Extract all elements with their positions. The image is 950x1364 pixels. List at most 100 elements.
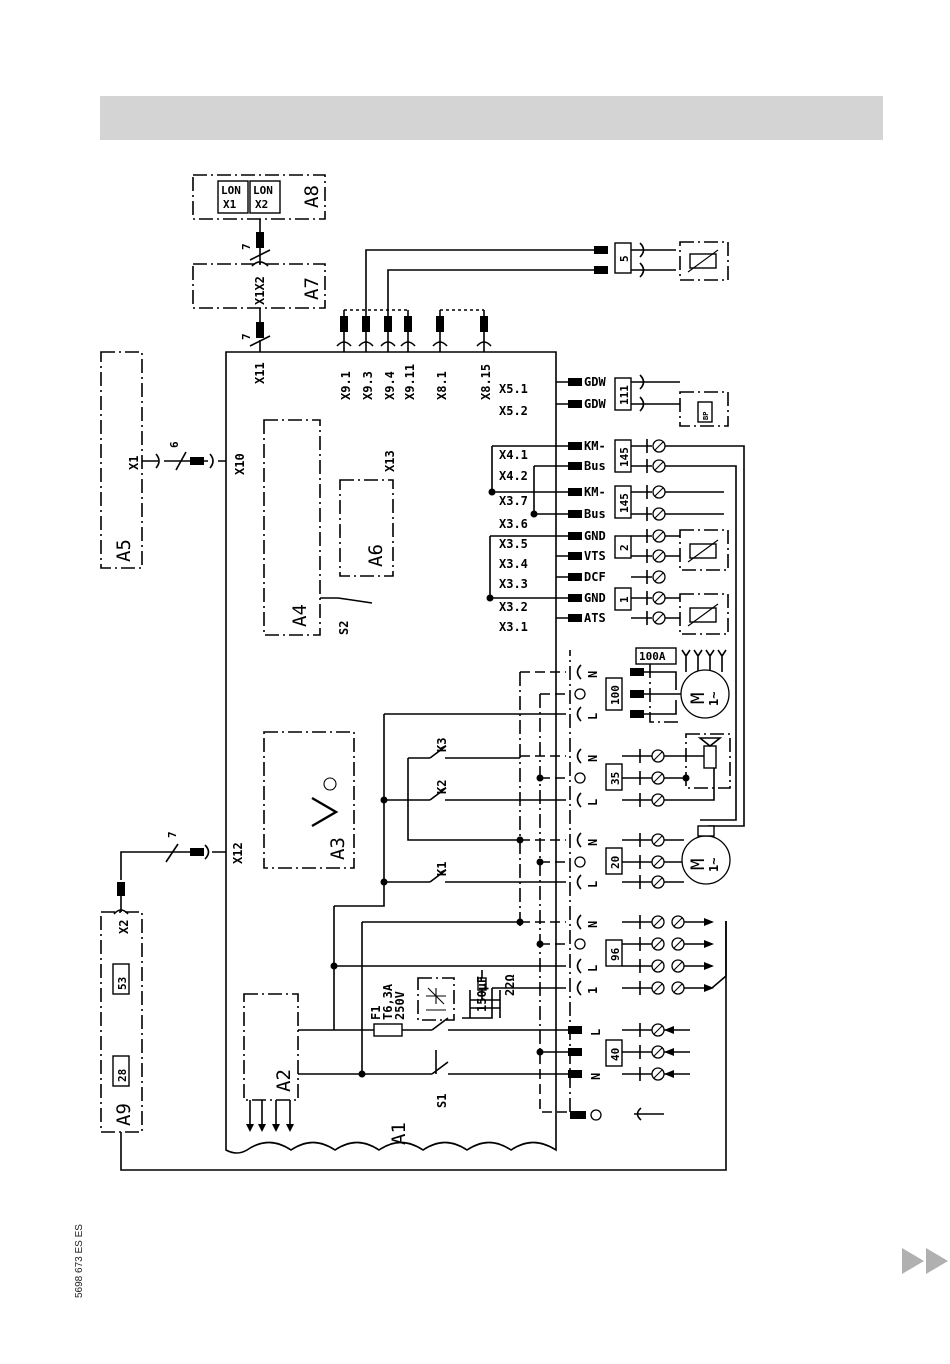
phase-connectors (568, 664, 602, 1121)
conn-x3-5: X3.5 (499, 537, 528, 551)
signal-dcf: DCF (584, 570, 606, 584)
lon-x2-box (249, 180, 281, 214)
module-a8-label: A8 (301, 185, 323, 208)
conn-x8-1: X8.1 (435, 371, 449, 400)
conn-x9-3: X9.3 (361, 371, 375, 400)
phase-l-35: L (586, 799, 600, 806)
module-a6 (339, 479, 394, 577)
label-100a-box (635, 647, 677, 665)
phase-n-35: N (586, 755, 600, 762)
power-bus-lines (298, 650, 571, 1113)
motor-100-m: M (687, 693, 709, 704)
label-145a: 145 (618, 447, 631, 467)
phase-n-100: N (586, 671, 600, 678)
right-connector-group (486, 378, 582, 622)
switch-s1-label: S1 (435, 1094, 449, 1108)
label-96-box (605, 939, 623, 967)
label-20-box (605, 847, 623, 875)
conn-x2-a9: X2 (117, 920, 131, 934)
sensor-2 (679, 529, 729, 571)
signal-km-2: KM- (584, 485, 606, 499)
conn-x9-1: X9.1 (339, 371, 353, 400)
label-96: 96 (609, 947, 622, 961)
lon-x1-lon: LON (221, 184, 241, 197)
label-2: 2 (618, 544, 631, 551)
signal-gnd-2: GND (584, 591, 606, 605)
fuse-rating: T6,3A (381, 983, 395, 1020)
valve-35 (622, 733, 731, 807)
module-a3 (263, 731, 355, 869)
signal-gdw-2: GDW (584, 397, 606, 411)
fan-100 (630, 649, 730, 723)
label-53-box (112, 963, 130, 995)
sensor-bp-label: BP (702, 412, 710, 420)
phase-n-96: N (586, 921, 600, 928)
pump-20 (622, 825, 731, 889)
label-40-box (605, 1039, 623, 1067)
module-a9-label: A9 (113, 1103, 135, 1126)
label-100a: 100A (639, 650, 666, 663)
top-connector-group (336, 249, 596, 352)
lon-x2-x: X2 (255, 198, 268, 211)
label-20: 20 (609, 856, 622, 869)
module-a2 (243, 993, 299, 1101)
module-a7-label: A7 (301, 277, 323, 300)
a2-output-arrows (246, 1100, 294, 1132)
label-145a-box (614, 439, 632, 473)
phase-l-96: L (586, 965, 600, 972)
sensor-5 (679, 241, 729, 281)
wire-a9-a1 (120, 851, 226, 912)
module-a3-label: A3 (327, 837, 349, 860)
next-page-arrows-icon[interactable] (902, 1248, 948, 1274)
fuse-name: F1 (369, 1006, 383, 1020)
wire-count-7a: 7 (240, 243, 253, 250)
conn-x4-1: X4.1 (499, 448, 528, 462)
label-145b-box (614, 485, 632, 519)
conn-x1-a5: X1 (127, 456, 141, 470)
signal-bus-2: Bus (584, 507, 606, 521)
lon-x1-x: X1 (223, 198, 237, 211)
label-35-box (605, 763, 623, 791)
phase-l-100: L (586, 713, 600, 720)
sensor-1 (679, 593, 729, 635)
signal-km-1: KM- (584, 439, 606, 453)
label-1-box (614, 587, 632, 611)
conn-x5-2: X5.2 (499, 404, 528, 418)
wire-bottom-return (120, 921, 727, 1171)
board-a1-label: A1 (388, 1122, 410, 1145)
switch-s2-label: S2 (337, 621, 351, 635)
mains-40 (622, 1023, 690, 1121)
conn-x10-label: X10 (233, 453, 247, 475)
accessory-96 (622, 915, 727, 995)
label-5: 5 (618, 255, 631, 262)
sensor-111 (679, 391, 729, 427)
label-100-box (605, 677, 623, 711)
header-bar (100, 96, 883, 140)
label-28-box (112, 1055, 130, 1087)
cap-label: 150µF (475, 976, 489, 1012)
module-a7 (192, 263, 326, 309)
label-5-box (614, 242, 632, 274)
label-40: 40 (609, 1048, 622, 1061)
motor-100-phase: 1~ (707, 692, 721, 706)
conn-x5-1: X5.1 (499, 382, 528, 396)
module-a9 (100, 911, 143, 1133)
signal-gnd-1: GND (584, 529, 606, 543)
conn-x3-1: X3.1 (499, 620, 528, 634)
motor-20-phase: 1~ (707, 858, 721, 872)
document-code: 5698 673 ES ES (74, 1224, 85, 1298)
conn-x3-4: X3.4 (499, 557, 528, 571)
board-a1-outline (225, 351, 557, 1154)
module-a6-label: A6 (365, 544, 387, 567)
label-111: 111 (618, 385, 631, 405)
conn-x3-3: X3.3 (499, 577, 528, 591)
label-100: 100 (609, 685, 622, 705)
relay-k3-label: K3 (435, 738, 449, 752)
lon-x2-lon: LON (253, 184, 273, 197)
relay-k1-label: K1 (435, 862, 449, 876)
signal-ats: ATS (584, 611, 606, 625)
conn-x13-label: X13 (383, 450, 397, 472)
module-a4-label: A4 (289, 604, 311, 627)
phase-l-20: L (586, 881, 600, 888)
